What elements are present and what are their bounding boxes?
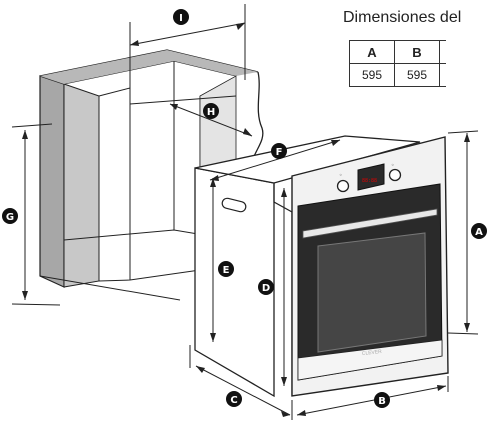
dimensions-value-row: 595 595 (349, 63, 446, 87)
left-knob (336, 179, 350, 193)
svg-text:◦: ◦ (339, 172, 343, 179)
label-a: A (471, 223, 487, 239)
dimension-lines (11, 4, 479, 420)
svg-text:B: B (378, 396, 386, 407)
svg-text:A: A (475, 227, 483, 238)
dimension-labels: I H G F E D A (2, 9, 487, 408)
dimensions-table: A B 595 595 (349, 40, 446, 87)
brand-logo-text: CLEVER (362, 349, 383, 357)
dimension-arrows (22, 23, 470, 417)
svg-text:C: C (230, 395, 237, 406)
svg-text:◦: ◦ (391, 162, 395, 169)
svg-text:I: I (179, 13, 183, 24)
svg-text:G: G (6, 212, 14, 223)
svg-text:H: H (207, 107, 215, 118)
label-g: G (2, 208, 18, 224)
svg-text:D: D (262, 283, 270, 294)
svg-text:F: F (276, 147, 283, 158)
label-e: E (218, 261, 234, 277)
header-b: B (394, 40, 440, 64)
label-h: H (203, 103, 219, 119)
svg-text:E: E (223, 265, 230, 276)
label-b: B (374, 392, 390, 408)
oven-display (357, 163, 385, 191)
value-a: 595 (349, 63, 395, 87)
value-clipped (439, 63, 446, 87)
dimensions-title: Dimensiones del (343, 9, 462, 26)
label-i: I (173, 9, 189, 25)
label-c: C (226, 391, 242, 407)
display-text: 88:88 (362, 178, 377, 184)
dimensions-header-row: A B (349, 40, 446, 64)
oven: 88:88 CLEVER ◦ ◦ (194, 135, 449, 398)
right-knob (388, 168, 402, 182)
label-f: F (271, 143, 287, 159)
value-b: 595 (394, 63, 440, 87)
cabinet-niche (39, 49, 264, 301)
label-d: D (258, 279, 274, 295)
